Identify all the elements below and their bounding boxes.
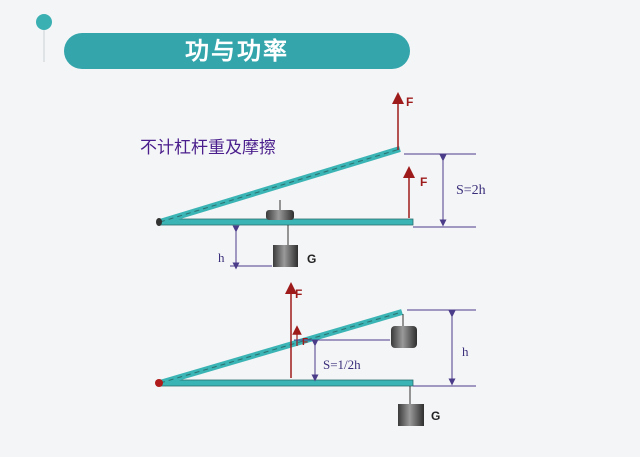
top-weight-label: G <box>307 252 316 266</box>
top-lever-diagram <box>156 92 476 270</box>
top-weight <box>273 245 298 267</box>
top-pivot <box>156 218 162 226</box>
bottom-pivot <box>155 379 163 387</box>
top-displacement-label: S=2h <box>456 183 486 198</box>
bottom-weight-label: G <box>431 409 440 423</box>
bottom-lever-diagram <box>155 282 476 426</box>
assumption-note: 不计杠杆重及摩擦 <box>140 138 276 158</box>
top-force-label-mid: F <box>420 175 427 189</box>
bottom-base-bar <box>159 379 414 387</box>
bottom-weight <box>398 404 424 426</box>
bottom-displacement-label: S=1/2h <box>323 357 361 372</box>
bottom-force-label-small: F <box>302 337 308 348</box>
top-load-raised <box>266 210 294 220</box>
page-title: 功与功率 <box>185 37 289 65</box>
top-force-label-end: F <box>406 95 413 109</box>
bottom-force-label-mid: F <box>295 287 302 301</box>
bottom-load-raised <box>391 326 417 348</box>
top-load-height-label: h <box>218 250 225 265</box>
decorative-pin <box>36 14 52 62</box>
bottom-load-height-label: h <box>462 344 469 359</box>
title-banner <box>64 33 410 69</box>
